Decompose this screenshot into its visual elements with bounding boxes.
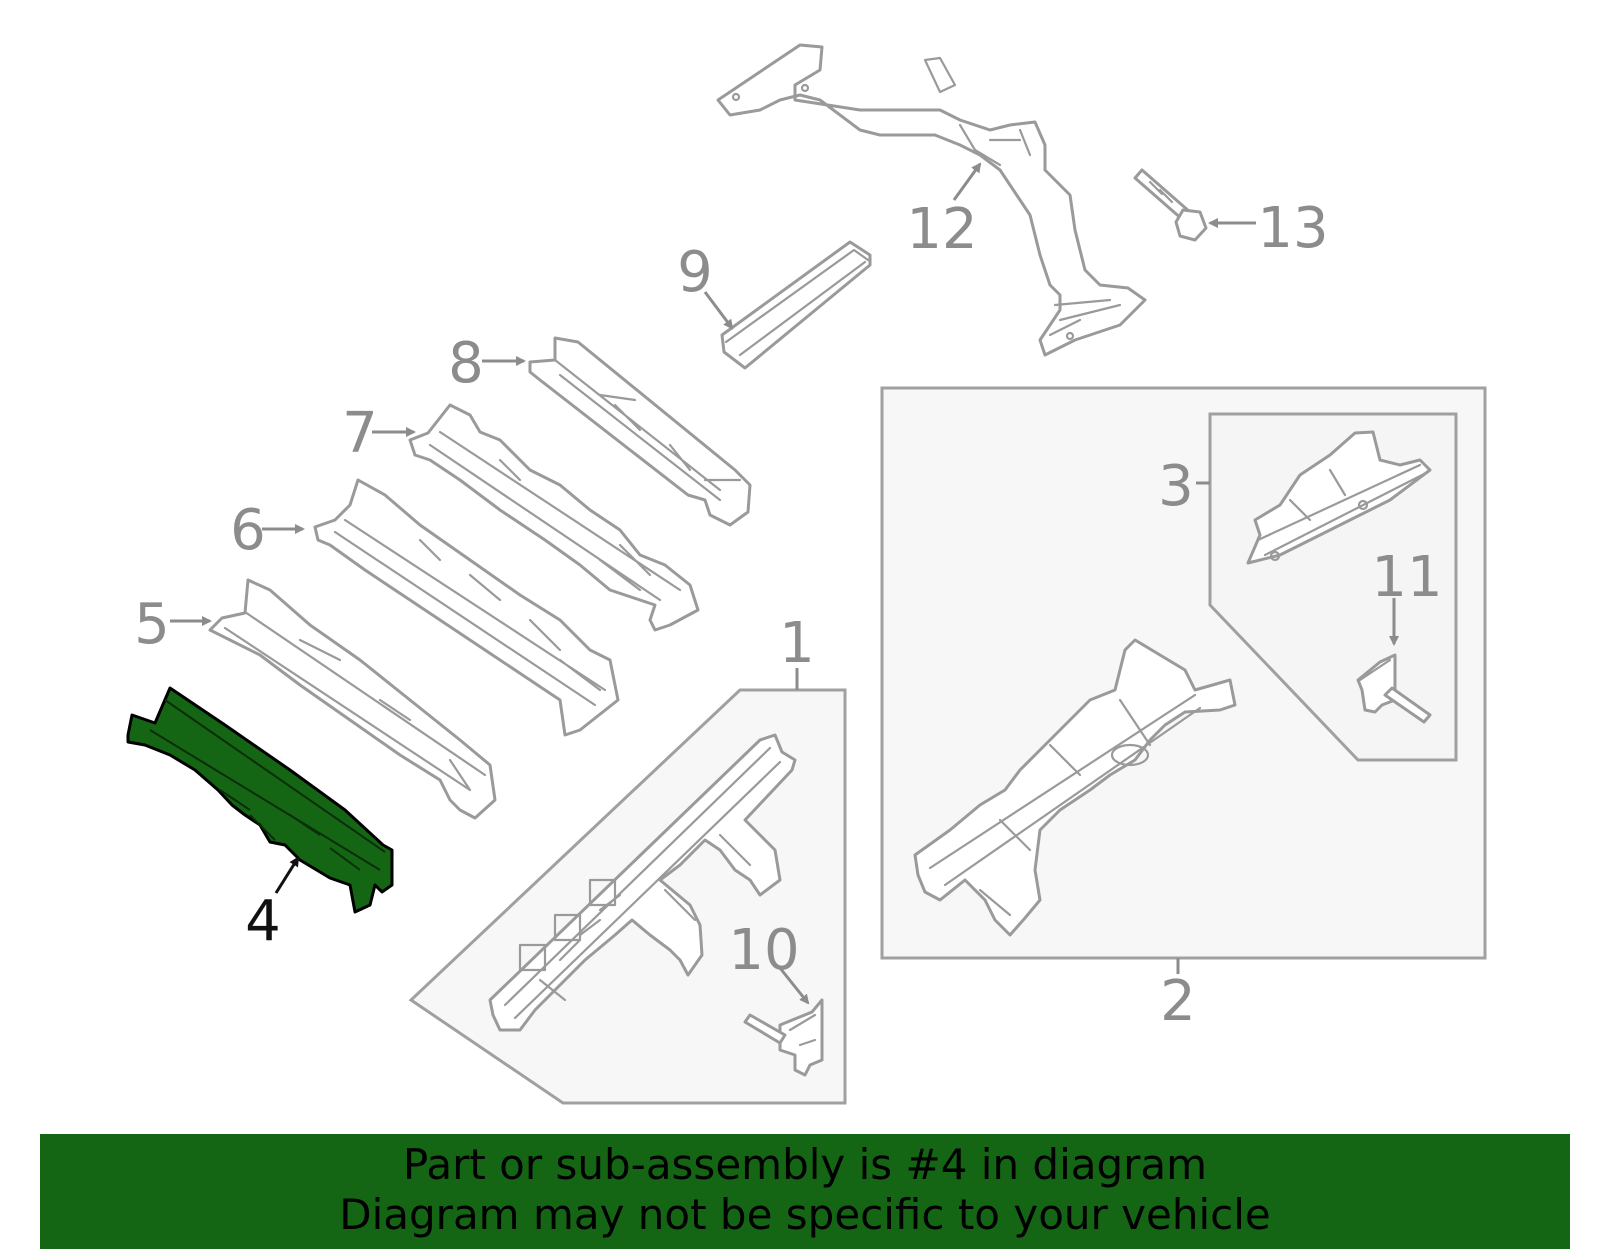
part-2-frame-rail[interactable] bbox=[913, 638, 1237, 937]
part-8-crossmember[interactable] bbox=[528, 336, 752, 527]
leader-4 bbox=[274, 856, 300, 894]
part-10-bracket[interactable] bbox=[743, 998, 824, 1077]
callout-11: 11 bbox=[1371, 545, 1442, 610]
leader-9 bbox=[703, 291, 734, 330]
part-13-bolt[interactable] bbox=[1133, 168, 1208, 242]
info-banner: Part or sub-assembly is #4 in diagram Di… bbox=[40, 1134, 1570, 1249]
part-3-rail-section[interactable] bbox=[1246, 430, 1432, 565]
part-9-bar[interactable] bbox=[720, 240, 872, 370]
part-4-highlighted[interactable] bbox=[126, 686, 394, 914]
callout-8: 8 bbox=[448, 331, 484, 396]
callout-5: 5 bbox=[134, 592, 170, 657]
callout-12: 12 bbox=[906, 197, 977, 262]
callout-10: 10 bbox=[728, 918, 799, 983]
part-1-rail-assembly[interactable] bbox=[488, 733, 797, 1032]
callout-3: 3 bbox=[1158, 454, 1194, 519]
part-7-crossmember[interactable] bbox=[408, 403, 700, 632]
callout-4: 4 bbox=[245, 889, 281, 954]
callout-9: 9 bbox=[677, 240, 713, 305]
part-6-crossmember[interactable] bbox=[313, 478, 620, 737]
callout-1: 1 bbox=[779, 611, 815, 676]
part-12-crossmember[interactable] bbox=[716, 43, 1147, 357]
callout-6: 6 bbox=[230, 498, 266, 563]
callout-2: 2 bbox=[1160, 969, 1196, 1034]
banner-line-2: Diagram may not be specific to your vehi… bbox=[339, 1190, 1271, 1239]
part-5-crossmember[interactable] bbox=[208, 578, 497, 820]
banner-line-1: Part or sub-assembly is #4 in diagram bbox=[402, 1140, 1208, 1189]
part-11-bracket[interactable] bbox=[1356, 653, 1432, 724]
leader-10 bbox=[778, 967, 810, 1005]
callout-7: 7 bbox=[342, 401, 378, 466]
callout-13: 13 bbox=[1257, 196, 1328, 261]
leader-12 bbox=[952, 162, 982, 201]
